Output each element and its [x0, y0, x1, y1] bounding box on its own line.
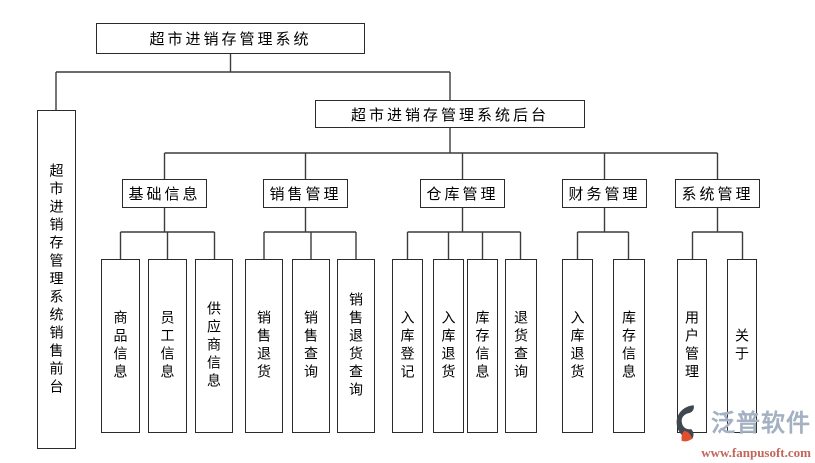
node-leaf-product-info: 商品信息	[101, 259, 140, 433]
node-leaf-supplier-info: 供应商信息	[195, 259, 233, 433]
node-leaf-finance-stock-info: 库存信息	[613, 259, 645, 433]
node-category-system-management: 系统管理	[675, 179, 760, 208]
node-leaf-return-query: 退货查询	[505, 259, 537, 433]
node-leaf-sales-query: 销售查询	[292, 259, 330, 433]
node-backend: 超市进销存管理系统后台	[315, 100, 585, 128]
node-leaf-inbound-return: 入库退货	[433, 259, 464, 433]
node-leaf-employee-info: 员工信息	[148, 259, 187, 433]
node-leaf-user-management: 用户管理	[677, 259, 707, 433]
node-category-warehouse-management: 仓库管理	[420, 179, 505, 208]
node-category-finance-management: 财务管理	[562, 179, 647, 208]
node-leaf-sales-return: 销售退货	[245, 259, 283, 433]
node-root: 超市进销存管理系统	[96, 23, 365, 54]
node-frontend: 超市进销存管理系统销售前台	[37, 110, 76, 449]
node-leaf-finance-inbound-return: 入库退货	[562, 259, 593, 433]
node-leaf-stock-info: 库存信息	[467, 259, 498, 433]
node-category-basic-info: 基础信息	[122, 179, 207, 208]
node-leaf-sales-return-query: 销售退货查询	[337, 259, 375, 433]
node-leaf-inbound-register: 入库登记	[392, 259, 423, 433]
node-category-sales-management: 销售管理	[263, 179, 348, 208]
node-leaf-about: 关于	[727, 259, 757, 433]
